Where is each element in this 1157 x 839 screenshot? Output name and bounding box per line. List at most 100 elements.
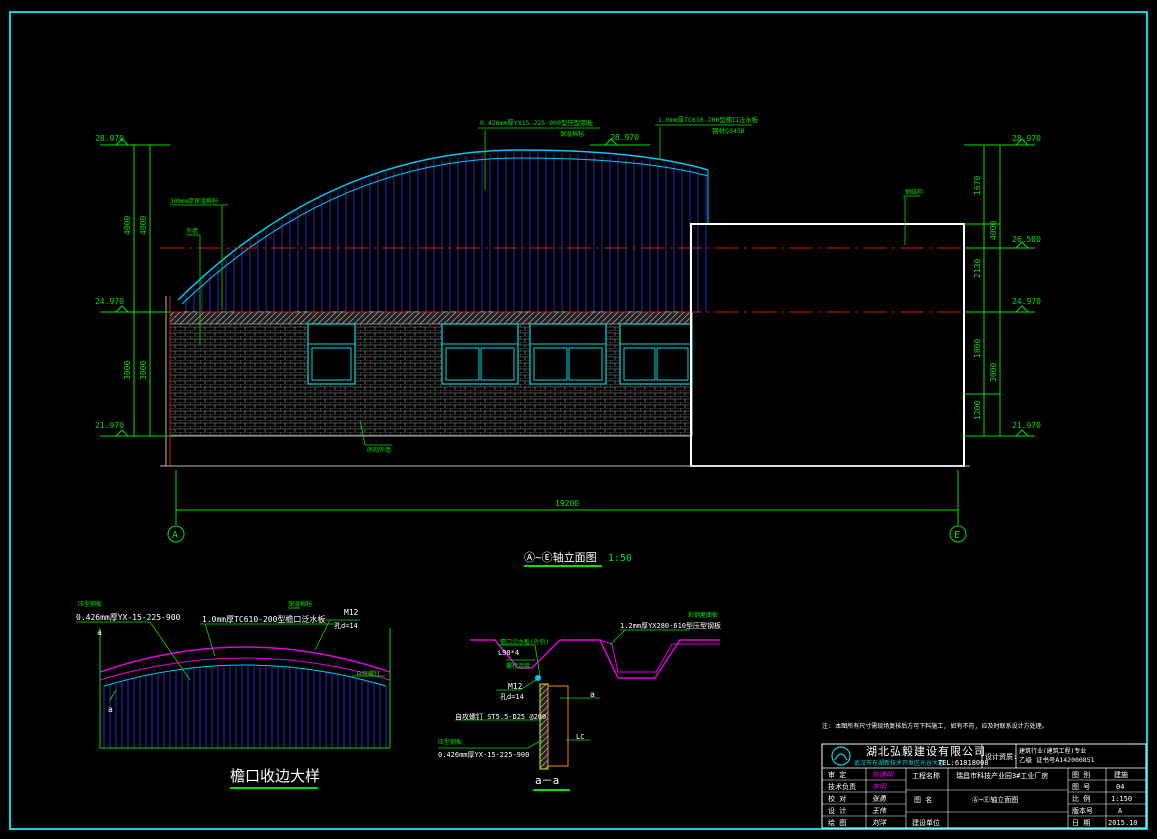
section-label-size: L90*4: [498, 649, 519, 657]
level-top-right: 28.970: [1012, 134, 1041, 143]
eave-label-panel: 0.426mm厚YX-15-225-900: [76, 613, 181, 622]
tb-right-label-3: 比 例: [1072, 794, 1090, 803]
cert-label: 设计资质:: [985, 752, 1017, 761]
callout-gutter-sub: 钢材Q345B: [712, 126, 745, 135]
dim-right-5: 3000: [989, 363, 998, 382]
eave-panel-lines: [103, 666, 387, 748]
section-bolt-d: 孔d=14: [500, 693, 524, 701]
window-pane: [533, 347, 568, 381]
tb-right-value-3: 1:150: [1111, 795, 1132, 803]
section-steel: [547, 685, 569, 767]
window-pane: [656, 347, 689, 381]
window-frame: [441, 323, 519, 385]
elevation-title: Ⓐ~Ⓔ轴立面图: [524, 550, 597, 564]
tb-row-label-4: 设 计: [828, 806, 846, 815]
callout-right-note: 钢结构: [905, 188, 923, 196]
callout-eave: 300mm厚保温棉毡: [170, 197, 218, 205]
dim-right-2: 4000: [989, 221, 998, 240]
roof-arc-inner: [181, 157, 709, 305]
tb-right-label-5: 日 期: [1072, 819, 1090, 827]
left-dimension-lines: [100, 138, 170, 437]
level-bottom-left: 21.970: [95, 421, 124, 430]
section-screw: 自攻螺钉 ST5.5-D25 @200: [455, 712, 546, 721]
window-pane: [480, 347, 515, 381]
elevation-view: 28.970 24.970 21.970 4000 4000 3000 3000…: [95, 115, 1041, 567]
tb-row-label-1: 审 定: [828, 770, 846, 779]
tb-right-value-1: 建施: [1114, 770, 1128, 779]
eave-label-panel-top: 压型钢板: [78, 600, 102, 608]
tb-right-value-5: 2015.10: [1108, 819, 1138, 827]
roof-arc-outer: [177, 149, 709, 301]
level-right-mid: 26.500: [1012, 235, 1041, 244]
brick-wall: [169, 311, 693, 437]
eave-label-flash: 1.0mm厚TC610-200型檐口泛水板: [202, 614, 325, 624]
company-phone: TEL:61818008: [938, 759, 989, 767]
tb-right-value-2: 04: [1116, 783, 1124, 791]
roof-panel-lines: [185, 153, 707, 312]
drawing-border: [9, 11, 1148, 830]
window-pane: [311, 347, 352, 381]
window-pane: [623, 347, 656, 381]
callout-wall-brick: 砖砌外墙: [367, 446, 391, 454]
tb-right-label-4: 版本号: [1072, 806, 1093, 815]
tb-row-label-2: 技术负责: [828, 782, 856, 791]
window-pane: [568, 347, 603, 381]
eave-leaders: [76, 607, 385, 701]
eave-detail-title: 檐口收边大样: [230, 767, 320, 785]
axis-label-a: A: [172, 530, 178, 541]
callout-wall-left: 外墙: [186, 227, 198, 235]
cert-line-2: 乙级 证书号A142000851: [1019, 755, 1095, 764]
level-bottom-right: 21.970: [1012, 421, 1041, 430]
eave-mark-top: a: [97, 628, 102, 637]
section-lc: LC: [576, 733, 584, 741]
eave-mark-bottom: a: [108, 705, 113, 714]
section-label-panel-top: 彩钢屋面板: [688, 611, 718, 619]
dim-left-4: 3000: [139, 361, 148, 380]
window-frame: [529, 323, 607, 385]
section-profile-upper: [470, 639, 720, 679]
eave-bolt-d: 孔d=14: [334, 622, 358, 630]
dim-left-1: 4000: [123, 216, 132, 235]
axis-bubble-a: [167, 525, 185, 543]
dim-right-3: 2130: [973, 259, 982, 278]
sign-5: 刘洋: [872, 819, 887, 827]
section-bottom: 0.426mm厚YX-15-225-900: [438, 751, 529, 759]
cert-line-1: 建筑行业(建筑工程)专业: [1019, 747, 1086, 755]
section-leaders: [438, 629, 690, 749]
section-label-bolt-top: 螺栓连接: [506, 662, 530, 670]
eave-detail: 压型钢板 0.426mm厚YX-15-225-900 1.0mm厚TC610-2…: [76, 600, 391, 789]
tb-right-label-1: 图 别: [1072, 770, 1090, 779]
eave-flashing-inner: [99, 657, 391, 681]
drawing-name: Ⓐ~Ⓔ轴立面图: [972, 795, 1018, 804]
company-name: 湖北弘毅建设有限公司: [866, 744, 986, 758]
tb-right-label-2: 图 号: [1072, 783, 1090, 791]
window-frame: [307, 323, 356, 385]
level-mid-top: 28.970: [610, 133, 639, 142]
company-logo: [831, 746, 851, 766]
section-profile-lower: [599, 639, 720, 673]
axis-label-e: E: [954, 530, 960, 541]
section-bolt-dot: [535, 675, 541, 681]
dim-left-3: 3000: [123, 361, 132, 380]
dim-right-1: 1670: [973, 176, 982, 195]
sign-4: 王伟: [872, 807, 887, 815]
callout-roof-panel: 0.426mm厚YX15-225-900型压型钢板: [480, 118, 594, 127]
window-pane: [445, 347, 480, 381]
dim-left-2: 4000: [139, 216, 148, 235]
eave-flashing-outer: [99, 646, 391, 673]
sign-3: 张勇: [872, 795, 887, 803]
project-name: 瑞昌市科技产业园3#工业厂房: [956, 771, 1048, 780]
section-bottom-top: 压型钢板: [438, 738, 462, 746]
section-label-gutter: 檐口泛水板(外包): [500, 638, 549, 646]
level-mid-left: 24.970: [95, 297, 124, 306]
tb-right-value-4: A: [1118, 807, 1123, 815]
eave-label-insul: 保温棉毡: [288, 600, 312, 608]
drawing-label: 图 名: [914, 795, 932, 804]
section-mark: a: [590, 690, 595, 699]
eave-panel-edge: [103, 664, 387, 687]
company-sub: 武汉市东湖新技术开发区光谷大道: [854, 759, 944, 767]
tb-row-label-3: 校 对: [828, 794, 846, 803]
title-block: 湖北弘毅建设有限公司 武汉市东湖新技术开发区光谷大道 TEL:61818008 …: [821, 743, 1147, 829]
dim-right-4: 1800: [973, 339, 982, 358]
